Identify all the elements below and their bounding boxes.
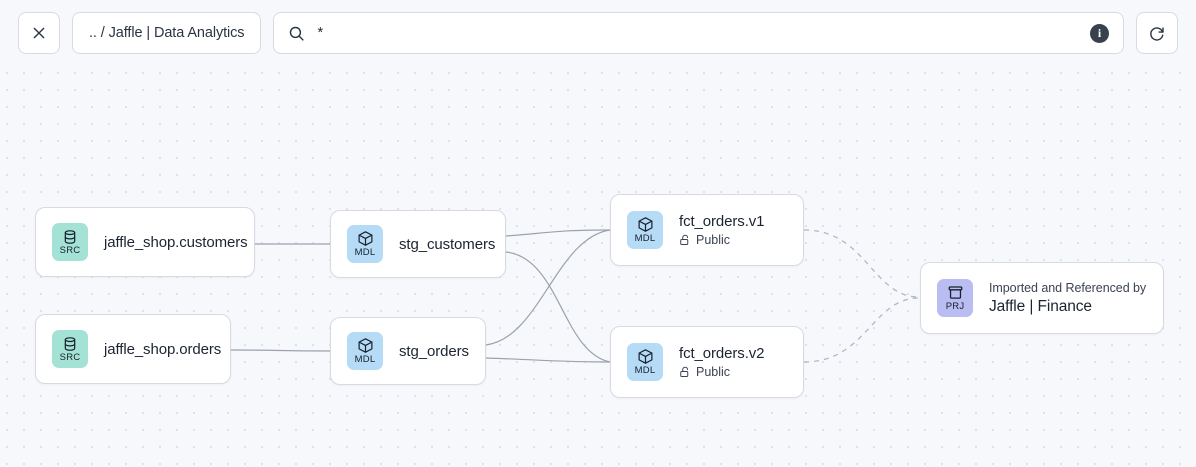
node-title: stg_orders (399, 342, 469, 360)
search-input[interactable] (317, 25, 1078, 41)
badge-label: SRC (59, 244, 81, 256)
unlock-icon (679, 234, 691, 246)
top-toolbar: .. / Jaffle | Data Analytics i (0, 0, 1196, 66)
badge-label: MDL (354, 247, 376, 259)
badge-label: MDL (634, 365, 656, 377)
breadcrumb: .. / Jaffle | Data Analytics (89, 25, 245, 41)
node-fct-orders-v1[interactable]: MDL fct_orders.v1 Public (610, 194, 804, 266)
node-body: jaffle_shop.orders (104, 340, 222, 358)
node-body: stg_customers (399, 235, 496, 253)
node-access: Public (679, 233, 764, 247)
node-title: stg_customers (399, 235, 496, 253)
node-jaffle-shop-customers[interactable]: SRC jaffle_shop.customers (35, 207, 255, 277)
node-jaffle-shop-orders[interactable]: SRC jaffle_shop.orders (35, 314, 231, 384)
node-title: fct_orders.v1 (679, 213, 765, 230)
search-icon (288, 25, 305, 42)
unlock-icon (679, 366, 691, 378)
badge-label: MDL (634, 233, 656, 245)
node-type-badge-mdl: MDL (627, 343, 663, 381)
node-stg-customers[interactable]: MDL stg_customers (330, 210, 506, 278)
node-kicker: Imported and Referenced by (989, 280, 1147, 295)
breadcrumb-button[interactable]: .. / Jaffle | Data Analytics (72, 12, 262, 54)
access-label: Public (696, 365, 731, 379)
node-type-badge-mdl: MDL (347, 332, 383, 370)
node-title: jaffle_shop.orders (104, 340, 222, 358)
node-body: jaffle_shop.customers (104, 233, 248, 251)
cube-icon (357, 337, 374, 354)
node-jaffle-finance-project[interactable]: PRJ Imported and Referenced by Jaffle | … (920, 262, 1164, 334)
close-button[interactable] (18, 12, 60, 54)
node-stg-orders[interactable]: MDL stg_orders (330, 317, 486, 385)
node-title: jaffle_shop.customers (104, 233, 248, 251)
cube-icon (637, 216, 654, 233)
refresh-icon (1148, 24, 1166, 42)
node-type-badge-mdl: MDL (627, 211, 663, 249)
cube-icon (357, 230, 374, 247)
node-type-badge-src: SRC (52, 223, 88, 261)
close-icon (31, 25, 47, 41)
node-type-badge-mdl: MDL (347, 225, 383, 263)
cube-icon (637, 348, 654, 365)
node-fct-orders-v2[interactable]: MDL fct_orders.v2 Public (610, 326, 804, 398)
database-icon (62, 229, 78, 245)
badge-label: PRJ (945, 301, 965, 313)
node-title: fct_orders.v2 (679, 345, 765, 362)
access-label: Public (696, 233, 731, 247)
search-bar[interactable]: i (273, 12, 1124, 54)
node-type-badge-prj: PRJ (937, 279, 973, 317)
node-body: Imported and Referenced by Jaffle | Fina… (989, 281, 1146, 316)
node-body: fct_orders.v1 Public (679, 213, 765, 247)
node-body: fct_orders.v2 Public (679, 345, 765, 379)
node-body: stg_orders (399, 343, 469, 360)
node-type-badge-src: SRC (52, 330, 88, 368)
node-access: Public (679, 365, 764, 379)
database-icon (62, 336, 78, 352)
archive-box-icon (947, 284, 964, 301)
badge-label: MDL (354, 354, 376, 366)
badge-label: SRC (59, 351, 81, 363)
refresh-button[interactable] (1136, 12, 1178, 54)
node-title: Jaffle | Finance (989, 297, 1092, 315)
info-icon[interactable]: i (1090, 23, 1109, 43)
